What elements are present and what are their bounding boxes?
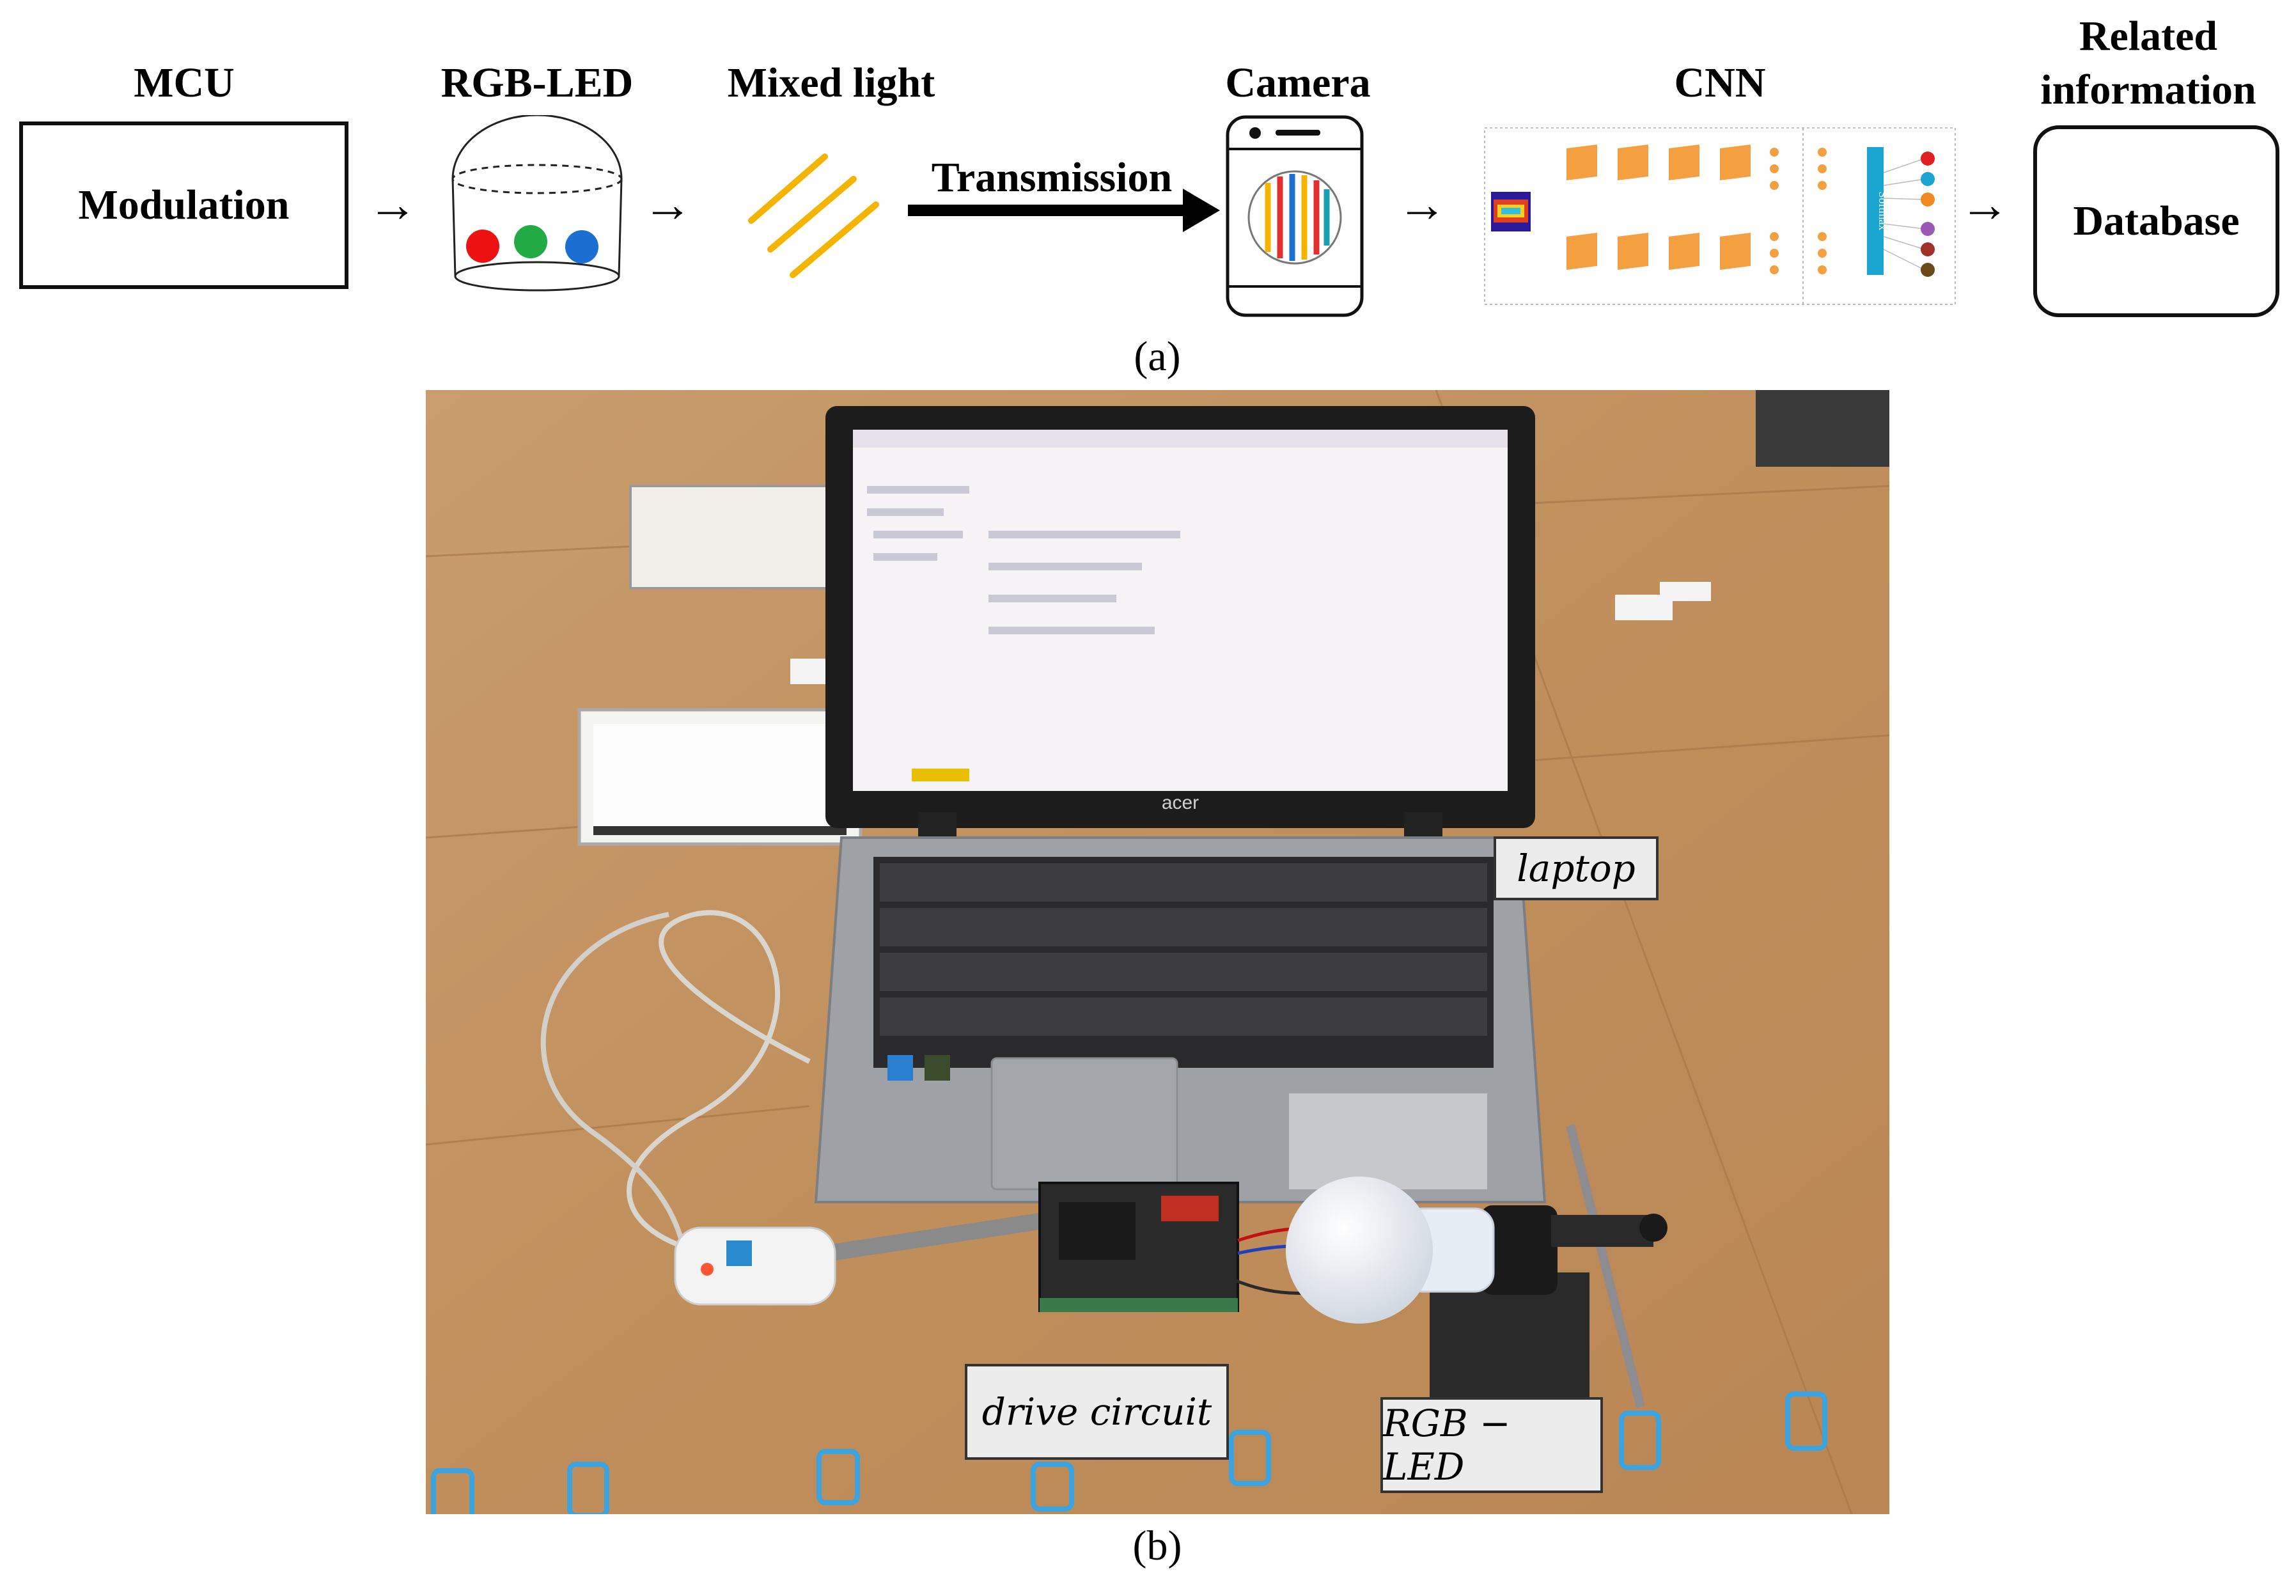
transmission-label: Transmission xyxy=(931,154,1173,201)
setup-photo: acer xyxy=(426,390,1889,1514)
softmax-label: Softmax xyxy=(1877,192,1889,231)
laptop-brand: acer xyxy=(1162,792,1199,813)
modulation-box: Modulation xyxy=(19,121,348,289)
transmission-arrow xyxy=(908,189,1220,232)
arrow-3: → xyxy=(1397,176,1447,232)
rgb-led-icon xyxy=(451,115,623,292)
red-led-dot xyxy=(466,230,499,263)
mixed-light-header: Mixed light xyxy=(727,59,935,106)
related-information-line-1: Related xyxy=(2079,13,2218,59)
cnn-architecture-diagram: Softmax xyxy=(1484,127,1956,305)
camera-header: Camera xyxy=(1225,59,1371,106)
arrow-2: → xyxy=(643,176,692,232)
database-box: Database xyxy=(2033,125,2279,317)
laptop-label: laptop xyxy=(1494,836,1659,900)
setup-photo-illustration: acer xyxy=(426,390,1889,1514)
mcu-header: MCU xyxy=(134,59,235,106)
database-label: Database xyxy=(2073,198,2240,244)
rgb-led-label: RGB − LED xyxy=(1380,1397,1603,1493)
green-led-dot xyxy=(514,225,547,258)
related-information-header: Related information xyxy=(2014,10,2283,117)
related-information-line-2: information xyxy=(2040,66,2256,113)
arrow-4: → xyxy=(1960,176,2010,232)
camera-phone-icon xyxy=(1226,115,1364,317)
arrow-1: → xyxy=(368,176,418,232)
blue-led-dot xyxy=(565,230,598,263)
caption-a: (a) xyxy=(1134,333,1181,380)
modulation-label: Modulation xyxy=(78,182,290,228)
caption-b: (b) xyxy=(1132,1522,1182,1569)
drive-circuit-label: drive circuit xyxy=(965,1364,1229,1460)
mixed-light-icon xyxy=(748,153,879,278)
rgb-led-header: RGB-LED xyxy=(441,59,634,106)
cnn-header: CNN xyxy=(1674,59,1766,106)
